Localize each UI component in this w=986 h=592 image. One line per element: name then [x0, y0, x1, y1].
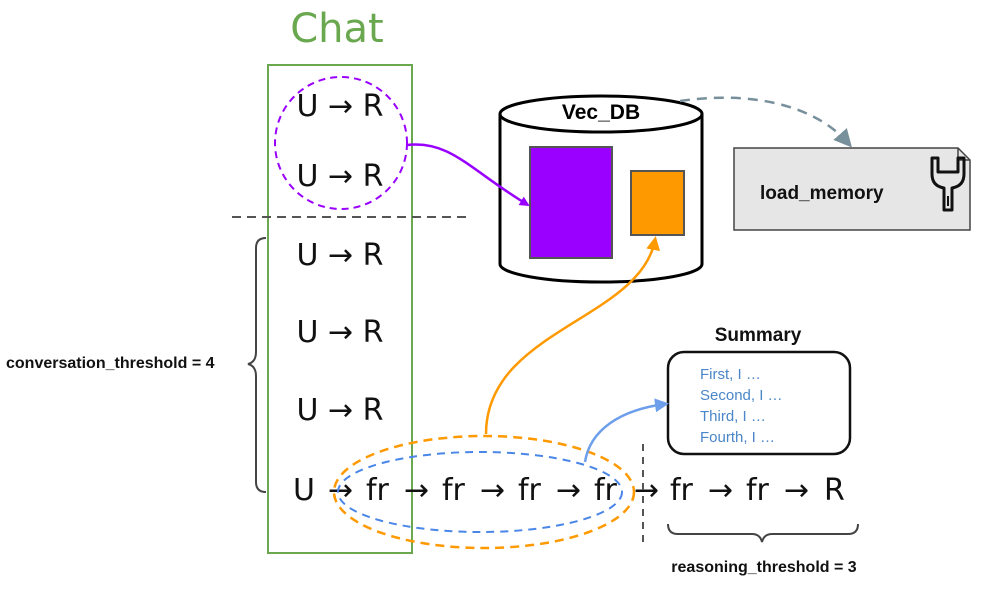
flow-arrow: →	[556, 473, 581, 508]
flow-start: U	[293, 473, 315, 508]
flow-step: fr	[442, 473, 466, 508]
flow-step: fr	[594, 473, 618, 508]
load-memory-label: load_memory	[760, 183, 884, 204]
reasoning-archive-ellipse	[332, 434, 636, 550]
wrench-icon	[930, 156, 966, 212]
flow-arrow: →	[784, 473, 809, 508]
vec-db-title: Vec_DB	[562, 101, 640, 124]
reasoning-threshold-label: reasoning_threshold = 3	[671, 559, 856, 576]
summary-line: Third, I …	[700, 408, 766, 425]
conversation-threshold-label: conversation_threshold = 4	[6, 355, 215, 372]
load-memory-box	[733, 147, 971, 231]
flow-arrow: →	[480, 473, 505, 508]
reasoning-summary-ellipse	[337, 451, 623, 533]
chat-column	[267, 64, 413, 554]
flow-arrow: →	[328, 473, 353, 508]
chat-title: Chat	[290, 6, 383, 52]
flow-step: fr	[518, 473, 542, 508]
flow-arrow: →	[634, 473, 659, 508]
conversation-brace	[247, 237, 267, 493]
chat-row: U → R	[296, 89, 383, 124]
reasoning-to-summary-arrow	[583, 398, 669, 463]
summary-title: Summary	[715, 325, 802, 346]
summary-line: Second, I …	[700, 387, 783, 404]
chat-row: U → R	[296, 315, 383, 350]
chat-row: U → R	[296, 238, 383, 273]
reasoning-to-db-arrow	[484, 236, 661, 435]
reasoning-brace	[667, 523, 859, 543]
flow-step: fr	[366, 473, 390, 508]
summary-line: Fourth, I …	[700, 429, 775, 446]
flow-arrow: →	[708, 473, 733, 508]
orange-memory-block	[630, 170, 685, 236]
archived-turns-circle	[274, 76, 408, 210]
purple-memory-block	[529, 146, 613, 259]
archive-to-db-arrow	[406, 143, 530, 207]
flow-arrow: →	[404, 473, 429, 508]
flow-step: R	[824, 473, 845, 508]
chat-row: U → R	[296, 393, 383, 428]
summary-line: First, I …	[700, 366, 761, 383]
chat-row: U → R	[296, 159, 383, 194]
flow-step: fr	[746, 473, 770, 508]
flow-step: fr	[670, 473, 694, 508]
db-to-load-memory-arrow	[679, 96, 852, 148]
